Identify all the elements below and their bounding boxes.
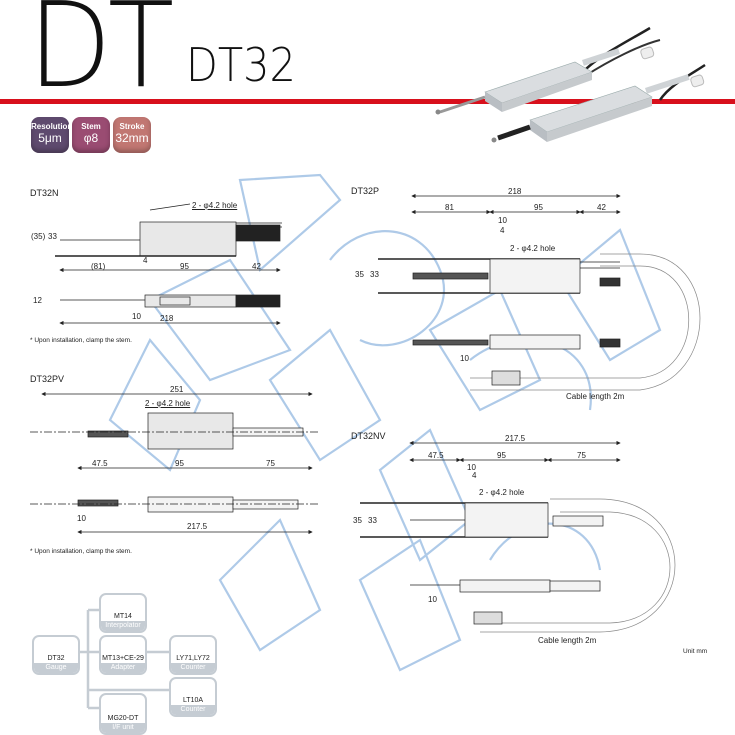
badge-stroke: Stroke 32mm [113, 117, 151, 153]
badge-resolution-title: Resolution [31, 122, 73, 131]
dt32nv-label: DT32NV [351, 431, 386, 441]
dt32nv-dim-35: 35 [353, 516, 362, 525]
system-node-counter-ly: LY71,LY72 Counter [169, 635, 217, 675]
dt32nv-hole-callout: 2 - φ4.2 hole [479, 488, 525, 497]
system-node-interpolator-name: MT14 [114, 613, 132, 620]
dt32pv-note: * Upon installation, clamp the stem. [30, 548, 132, 555]
dt32n-dim-35: (35) [31, 232, 46, 241]
dt32p-dim-218: 218 [508, 187, 522, 196]
badge-stroke-title: Stroke [119, 122, 145, 131]
system-node-adapter: MT13+CE-29 Adapter [99, 635, 147, 675]
dt32n-dim-218: 218 [160, 314, 174, 323]
dt32n-label: DT32N [30, 188, 59, 198]
dt32pv-dim-95: 95 [175, 459, 184, 468]
dt32p-side-view [412, 334, 621, 386]
system-node-adapter-type: Adapter [101, 663, 145, 673]
dt32n-dim-42: 42 [252, 262, 261, 271]
dt32nv-dim-10: 10 [467, 463, 476, 472]
system-node-gauge: DT32 Gauge [32, 635, 80, 675]
unit-note: Unit mm [683, 648, 708, 655]
dt32nv-dim-33: 33 [368, 516, 377, 525]
dt32nv-dim-75: 75 [577, 451, 586, 460]
dt32pv-label: DT32PV [30, 374, 65, 384]
dt32n-hole-callout: 2 - φ4.2 hole [192, 201, 238, 210]
dt32pv-dim-75: 75 [266, 459, 275, 468]
badge-resolution-value: 5μm [38, 131, 62, 145]
dt32p-top-view [378, 193, 701, 391]
system-node-gauge-name: DT32 [47, 655, 65, 662]
dt32p-dim-10b: 10 [460, 354, 469, 363]
system-node-gauge-type: Gauge [34, 663, 78, 673]
badge-stem: Stem φ8 [72, 117, 110, 153]
system-node-adapter-name: MT13+CE-29 [102, 655, 144, 662]
badge-stem-value: φ8 [83, 131, 99, 145]
dt32pv-dim-47-5: 47.5 [92, 459, 108, 468]
dt32p-dim-35: 35 [355, 270, 364, 279]
system-node-if-unit-type: I/F unit [101, 723, 145, 733]
system-node-counter-ly-type: Counter [171, 663, 215, 673]
dt32nv-dim-95: 95 [497, 451, 506, 460]
dt32n-dim-10: 10 [132, 312, 141, 321]
dt32n-dim-95: 95 [180, 262, 189, 271]
dt32n-dim-81: (81) [91, 262, 106, 271]
dt32p-label: DT32P [351, 186, 380, 196]
dt32n-dim-4: 4 [143, 256, 148, 265]
system-node-interpolator: MT14 Interpolator [99, 593, 147, 633]
dt32p-cable-length: Cable length 2m [566, 392, 625, 401]
system-node-counter-lt: LT10A Counter [169, 677, 217, 717]
dt32pv-side-view [30, 496, 320, 535]
badge-stroke-value: 32mm [115, 131, 149, 145]
dt32pv-hole-callout: 2 - φ4.2 hole [145, 399, 191, 408]
dt32p-dim-42: 42 [597, 203, 606, 212]
dt32p-dim-81: 81 [445, 203, 454, 212]
dt32p-dim-95: 95 [534, 203, 543, 212]
badge-stem-title: Stem [81, 122, 101, 131]
badge-resolution: Resolution 5μm [31, 117, 73, 153]
system-node-counter-lt-name: LT10A [182, 697, 204, 704]
dt32nv-dim-47-5: 47.5 [428, 451, 444, 460]
system-node-if-unit-name: MG20-DT [107, 715, 139, 722]
dt32p-hole-callout: 2 - φ4.2 hole [510, 244, 556, 253]
dt32nv-top-view [360, 440, 676, 633]
series-title: DT [28, 0, 174, 114]
dt32nv-cable-length: Cable length 2m [538, 636, 597, 645]
dt32pv-dim-251: 251 [170, 385, 184, 394]
header-rule [0, 99, 735, 104]
system-node-if-unit: MG20-DT I/F unit [99, 693, 147, 735]
dt32n-dim-33: 33 [48, 232, 57, 241]
dt32pv-dim-10: 10 [77, 514, 86, 523]
dt32p-dim-33: 33 [370, 270, 379, 279]
dt32nv-side-view [410, 579, 601, 625]
system-node-counter-lt-type: Counter [171, 705, 215, 715]
dt32n-top-view [55, 203, 282, 273]
system-node-interpolator-type: Interpolator [101, 621, 145, 631]
dt32nv-dim-217-5: 217.5 [505, 434, 526, 443]
model-title: DT32 [186, 38, 296, 92]
dt32n-note: * Upon installation, clamp the stem. [30, 337, 132, 344]
dt32p-dim-10: 10 [498, 216, 507, 225]
dt32nv-dim-10b: 10 [428, 595, 437, 604]
dt32pv-dim-217-5: 217.5 [187, 522, 208, 531]
dt32n-dim-12: 12 [33, 296, 42, 305]
dt32p-dim-4: 4 [500, 226, 505, 235]
system-node-counter-ly-name: LY71,LY72 [176, 655, 210, 662]
dt32nv-dim-4: 4 [472, 471, 477, 480]
